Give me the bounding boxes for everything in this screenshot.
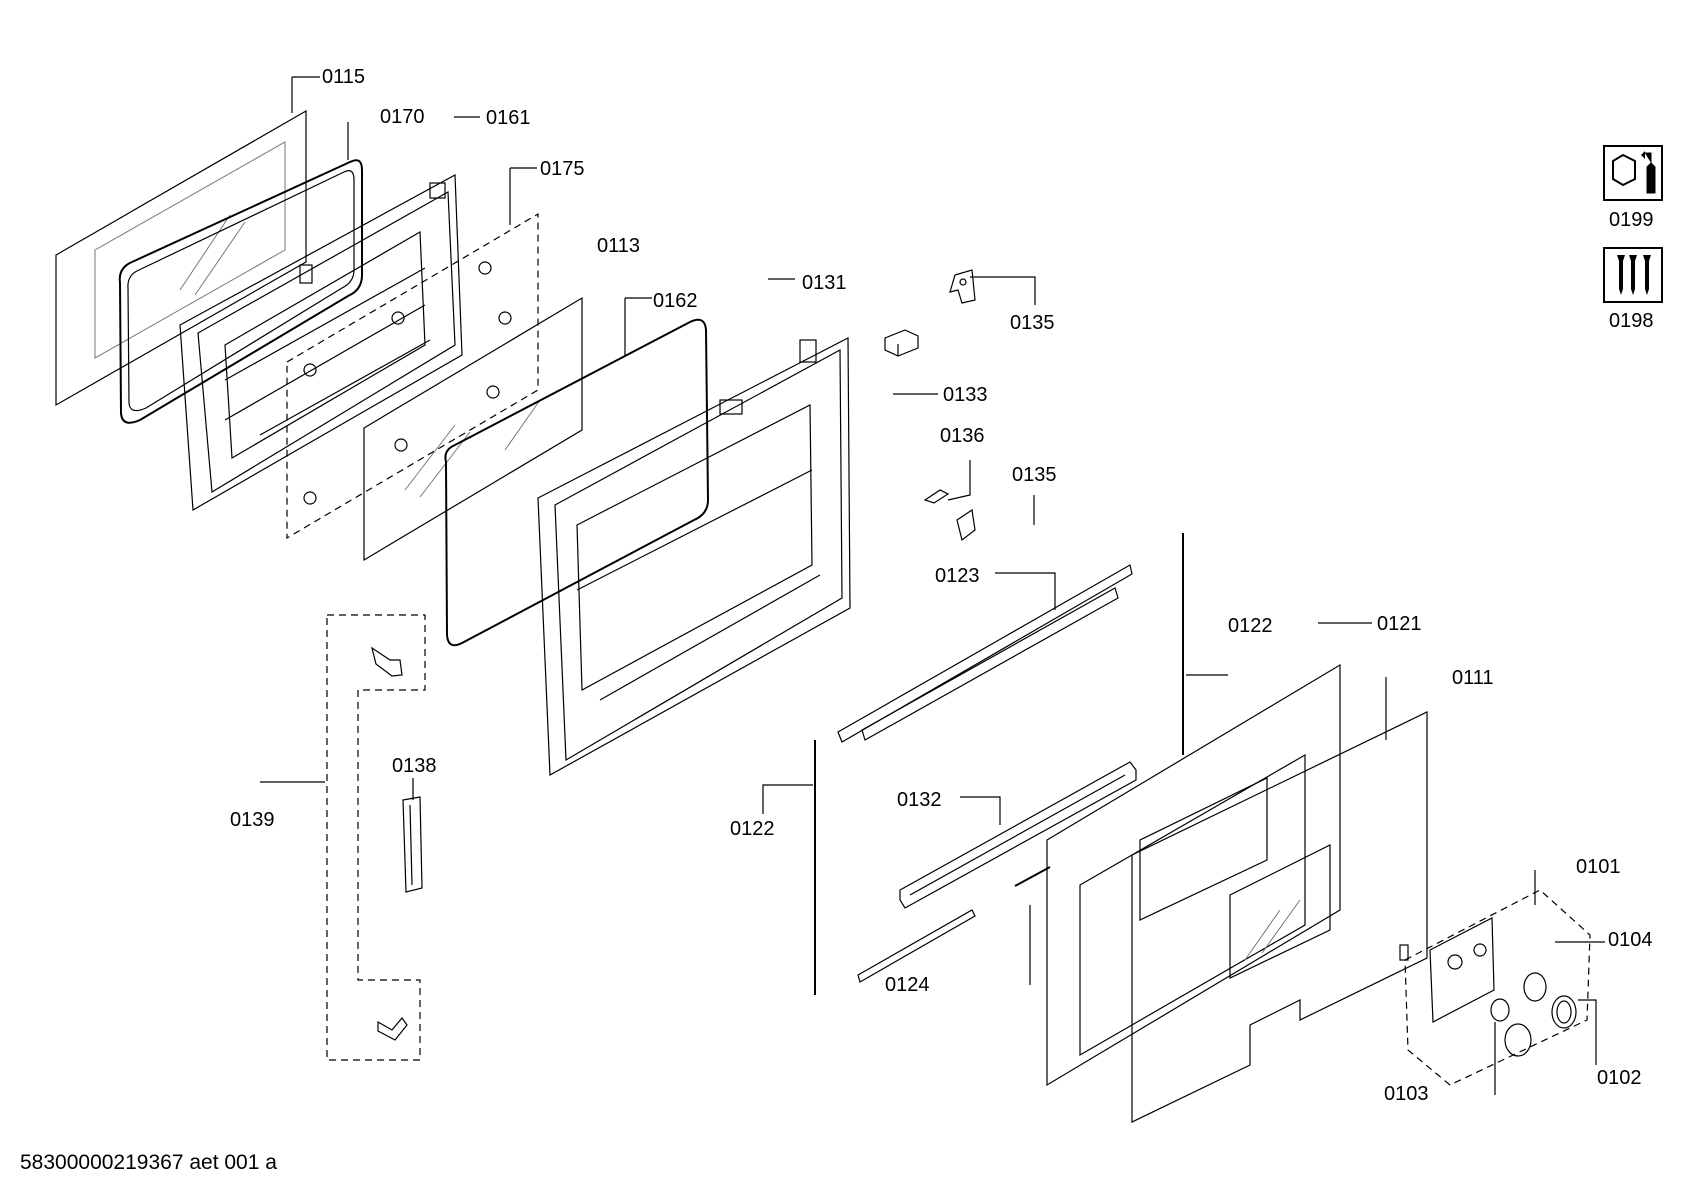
outer-door-glass	[55, 109, 307, 407]
control-module-group	[1399, 889, 1591, 1086]
hinge-clip-top	[949, 269, 976, 304]
part-label-0113: 0113	[597, 235, 641, 257]
door-inner-panel	[537, 337, 851, 776]
part-label-0138: 0138	[392, 755, 437, 777]
part-label-0136: 0136	[940, 425, 985, 447]
part-label-0132: 0132	[897, 789, 942, 811]
lower-rail	[899, 761, 1137, 909]
screws-icon	[1603, 247, 1663, 303]
part-label-0123: 0123	[935, 565, 980, 587]
wrench-nut-icon	[1603, 145, 1663, 201]
part-label-0162: 0162	[653, 290, 698, 312]
door-gasket	[444, 318, 710, 647]
outer-glass-pane-b	[1131, 711, 1428, 1123]
outer-glass-pane-a	[1046, 663, 1341, 1087]
small-clip	[923, 489, 950, 504]
middle-door-glass	[363, 296, 583, 562]
small-strip	[1014, 866, 1051, 887]
part-label-0135-top: 0135	[1010, 312, 1055, 334]
inner-glass-dashed-group	[286, 212, 539, 540]
upper-rail	[837, 564, 1133, 743]
part-label-0131: 0131	[802, 272, 847, 294]
drawing-id: 58300000219367 aet 001 a	[20, 1151, 277, 1174]
leader-lines	[260, 76, 1605, 1095]
part-label-0161: 0161	[486, 107, 531, 129]
stop-block	[884, 329, 919, 357]
part-label-0198: 0198	[1609, 310, 1654, 332]
part-label-0104: 0104	[1608, 929, 1653, 951]
part-label-0122-left: 0122	[730, 818, 775, 840]
part-label-0124: 0124	[885, 974, 930, 996]
part-label-0133: 0133	[943, 384, 988, 406]
part-label-0101: 0101	[1576, 856, 1621, 878]
part-label-0115: 0115	[322, 66, 366, 88]
inner-door-frame	[179, 174, 463, 511]
part-label-0175: 0175	[540, 158, 585, 180]
hinge-dashed-group	[326, 614, 426, 1061]
bracket-vertical	[402, 796, 423, 893]
part-label-0170: 0170	[380, 106, 425, 128]
hinge-clip-lower	[956, 508, 976, 542]
part-label-0103: 0103	[1384, 1083, 1429, 1105]
part-label-0121: 0121	[1377, 613, 1422, 635]
part-label-0199: 0199	[1609, 209, 1654, 231]
part-label-0111: 0111	[1452, 667, 1494, 689]
part-label-0122-right: 0122	[1228, 615, 1273, 637]
bottom-bar	[857, 909, 976, 983]
part-label-0102: 0102	[1597, 1067, 1642, 1089]
part-label-0139: 0139	[230, 809, 275, 831]
part-label-0135-lower: 0135	[1012, 464, 1057, 486]
